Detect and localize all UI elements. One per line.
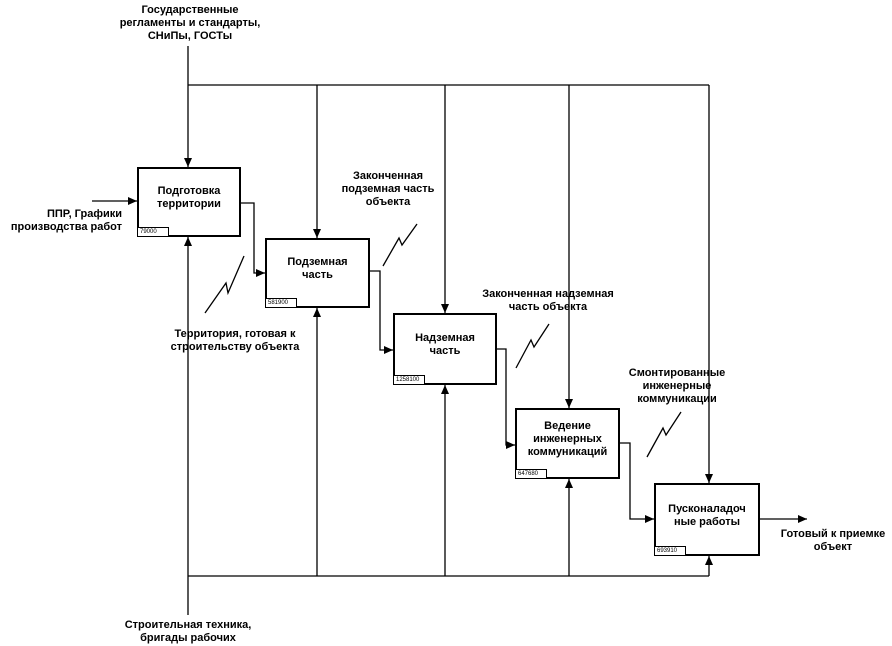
squiggle-underground (382, 223, 418, 267)
cost-label: 693910 (654, 546, 686, 556)
activity-box-nadzemnaya: Надземная часть 1258100 (393, 313, 497, 385)
input-label: ППР, Графики производства работ (10, 208, 122, 233)
flow-2-3 (369, 270, 393, 354)
mechanism-label: Строительная техника, бригады рабочих (124, 619, 252, 644)
flow-1-2 (240, 202, 265, 277)
flow-4-5 (619, 442, 654, 523)
flow-3-4 (496, 348, 515, 449)
cost-label: 79000 (137, 227, 169, 237)
activity-title: Надземная часть (415, 332, 475, 357)
cost-label: 647680 (515, 469, 547, 479)
squiggle-aboveground (515, 323, 550, 369)
underground-label: Законченная подземная часть объекта (341, 170, 435, 208)
activity-title: Подготовка территории (157, 185, 221, 210)
squiggle-engineering (646, 411, 682, 458)
activity-box-podgotovka: Подготовка территории 79000 (137, 167, 241, 237)
activity-title: Пусконаладоч ные работы (668, 502, 746, 528)
cost-label: 1258100 (393, 375, 425, 385)
control-label: Государственные регламенты и стандарты, … (119, 4, 261, 42)
cost-label: 581900 (265, 298, 297, 308)
territory-label: Территория, готовая к строительству объе… (170, 328, 300, 353)
activity-title: Подземная часть (287, 256, 348, 281)
aboveground-label: Законченная надземная часть объекта (482, 288, 614, 313)
activity-box-podzemnaya: Подземная часть 581900 (265, 238, 370, 308)
activity-box-vedenie: Ведение инженерных коммуникаций 647680 (515, 408, 620, 479)
activity-box-puskonaladka: Пусконаладоч ные работы 693910 (654, 483, 760, 556)
output-label: Готовый к приемке объект (780, 528, 886, 553)
engineering-label: Смонтированные инженерные коммуникации (628, 367, 726, 405)
activity-title: Ведение инженерных коммуникаций (527, 420, 608, 458)
squiggle-territory (204, 255, 245, 314)
